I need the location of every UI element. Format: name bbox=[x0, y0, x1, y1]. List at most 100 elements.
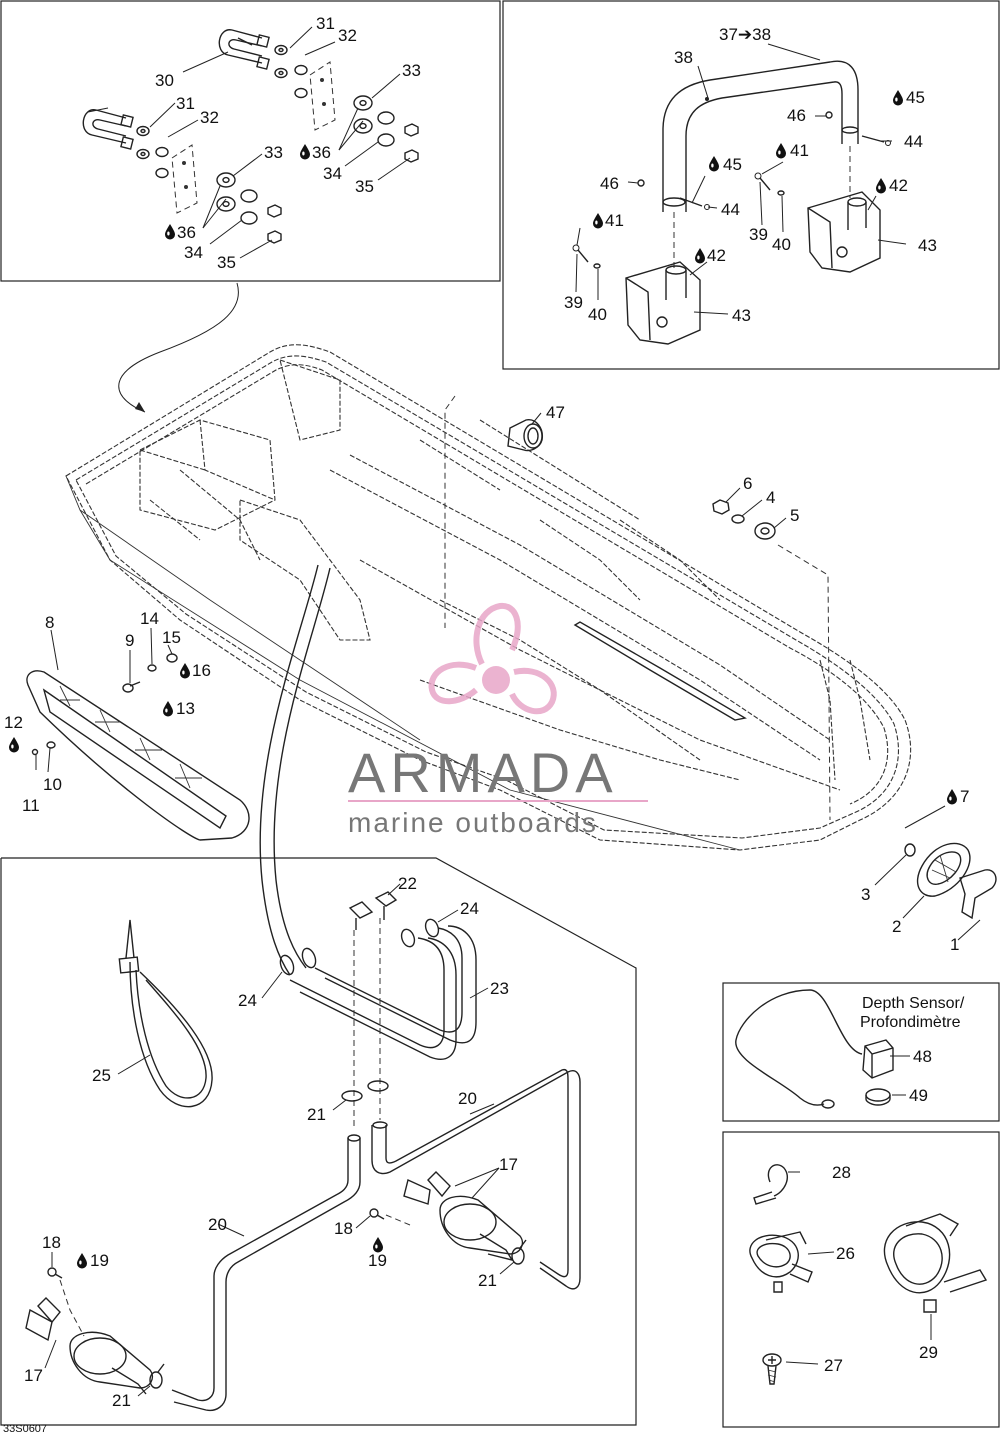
callout: 13 bbox=[176, 699, 195, 718]
callout: 32 bbox=[200, 108, 219, 127]
callout: 18 bbox=[334, 1219, 353, 1238]
callout: 26 bbox=[836, 1244, 855, 1263]
callout: 19 bbox=[368, 1251, 387, 1270]
callout: 20 bbox=[208, 1215, 227, 1234]
callout: 23 bbox=[490, 979, 509, 998]
callout: 19 bbox=[90, 1251, 109, 1270]
screw-27 bbox=[762, 1353, 819, 1385]
callout: 1 bbox=[950, 935, 959, 954]
grab-handle bbox=[662, 60, 859, 212]
callout: 24 bbox=[460, 899, 479, 918]
callout: 45 bbox=[906, 88, 925, 107]
plate-washers-and-nuts bbox=[216, 95, 419, 244]
bow-eye bbox=[874, 805, 997, 941]
callout: 49 bbox=[909, 1086, 928, 1105]
callout: 33 bbox=[264, 143, 283, 162]
frame-fasteners-detail bbox=[722, 1131, 1000, 1428]
cable-tie-28 bbox=[753, 1164, 800, 1205]
callout: 6 bbox=[743, 474, 752, 493]
callout: 2 bbox=[892, 917, 901, 936]
link-arrow-head bbox=[135, 402, 145, 412]
callout: 42 bbox=[889, 176, 908, 195]
callout: 17 bbox=[499, 1155, 518, 1174]
callout: 8 bbox=[45, 613, 54, 632]
clip-26 bbox=[749, 1231, 835, 1293]
frame-grab-handle-detail bbox=[502, 0, 1000, 370]
callout: 46 bbox=[787, 106, 806, 125]
callout: 35 bbox=[355, 177, 374, 196]
callout: 41 bbox=[790, 141, 809, 160]
callout: 11 bbox=[22, 796, 40, 815]
leaders-grab-handle bbox=[575, 43, 907, 315]
callout: 27 bbox=[824, 1356, 843, 1375]
callout: 47 bbox=[546, 403, 565, 422]
callout: 5 bbox=[790, 506, 799, 525]
callout: 34 bbox=[323, 164, 342, 183]
hose-20-right bbox=[371, 1068, 581, 1290]
watermark-tagline: marine outboards bbox=[348, 807, 598, 838]
callout: 31 bbox=[176, 94, 195, 113]
callout: 44 bbox=[721, 200, 740, 219]
leaders-handles bbox=[87, 26, 411, 259]
callout: 40 bbox=[772, 235, 791, 254]
callout: 36 bbox=[312, 143, 331, 162]
callout: 21 bbox=[307, 1105, 326, 1124]
hose-20-left bbox=[171, 1121, 388, 1412]
cable-tie-25 bbox=[117, 919, 213, 1108]
callout: 25 bbox=[92, 1066, 111, 1085]
callout: 20 bbox=[458, 1089, 477, 1108]
callout: 21 bbox=[478, 1271, 497, 1290]
leaders-hull bbox=[531, 412, 787, 529]
handle-screws bbox=[572, 111, 891, 269]
clip-29 bbox=[883, 1213, 988, 1340]
callout: 31 bbox=[316, 14, 335, 33]
clamps-21-top bbox=[332, 1080, 389, 1111]
backing-plates bbox=[171, 61, 336, 214]
callout: 14 bbox=[140, 609, 159, 628]
callout: 21 bbox=[112, 1391, 131, 1410]
callout: 16 bbox=[192, 661, 211, 680]
callout: 43 bbox=[732, 306, 751, 325]
u-handle-lower bbox=[82, 109, 134, 150]
hose-clamps-24 bbox=[261, 909, 459, 999]
rail-screws bbox=[35, 627, 178, 773]
callout: 30 bbox=[155, 71, 174, 90]
callout: 35 bbox=[217, 253, 236, 272]
screws-18-19 bbox=[47, 1208, 385, 1279]
link-arrow bbox=[118, 282, 239, 413]
callout: 39 bbox=[749, 225, 768, 244]
callout: 34 bbox=[184, 243, 203, 262]
callout: 15 bbox=[162, 628, 181, 647]
frame-handles-detail bbox=[0, 0, 501, 282]
callout: 38 bbox=[674, 48, 693, 67]
callout: 40 bbox=[588, 305, 607, 324]
callout: 18 bbox=[42, 1233, 61, 1252]
frame-depth-sensor-detail bbox=[722, 982, 1000, 1122]
callout: 33 bbox=[402, 61, 421, 80]
callout: 4 bbox=[766, 488, 775, 507]
callout: 29 bbox=[919, 1343, 938, 1362]
hull-hoses bbox=[259, 564, 331, 976]
handle-brackets bbox=[625, 146, 881, 345]
side-rail bbox=[26, 670, 250, 841]
callout: 22 bbox=[398, 874, 417, 893]
hoses-23 bbox=[289, 925, 489, 1060]
callout: 48 bbox=[913, 1047, 932, 1066]
callout: 46 bbox=[600, 174, 619, 193]
callout: 7 bbox=[960, 787, 969, 806]
callout: 39 bbox=[564, 293, 583, 312]
depth-sensor-48 bbox=[735, 989, 910, 1109]
clamps-21-bottom bbox=[137, 1239, 527, 1397]
callout: 41 bbox=[605, 211, 624, 230]
bailers-17 bbox=[25, 1167, 524, 1395]
handle-washers bbox=[136, 44, 308, 179]
callout: 37➔38 bbox=[719, 25, 771, 44]
callout: 45 bbox=[723, 155, 742, 174]
watermark-divider bbox=[348, 800, 648, 802]
callout: 28 bbox=[832, 1163, 851, 1182]
callout: 36 bbox=[177, 223, 196, 242]
callout: 44 bbox=[904, 132, 923, 151]
callout: 43 bbox=[918, 236, 937, 255]
watermark-brand: ARMADA bbox=[348, 741, 618, 804]
